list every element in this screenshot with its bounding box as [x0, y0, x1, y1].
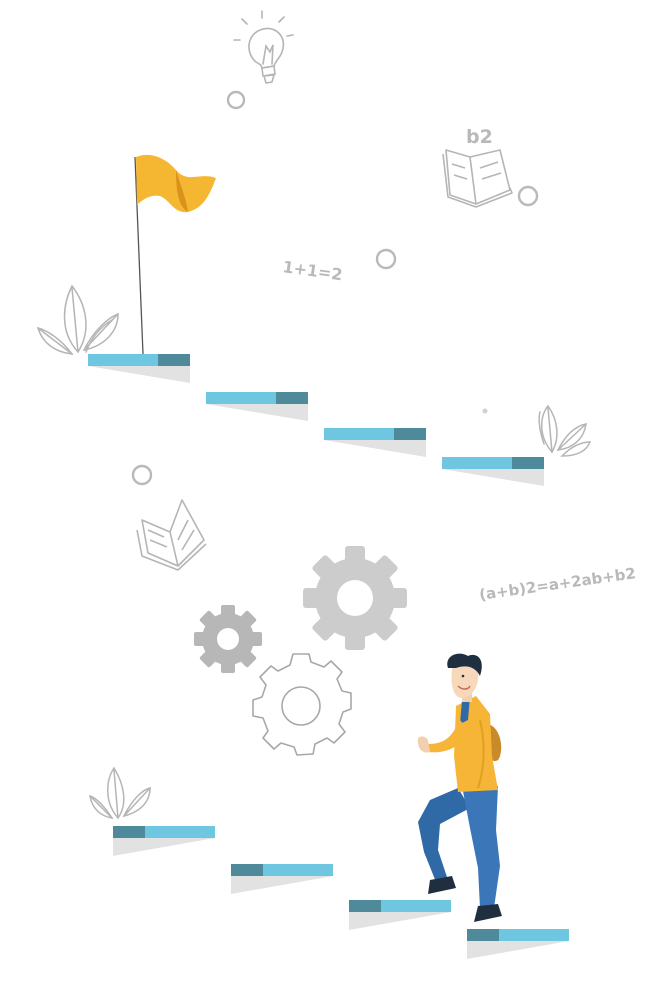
step — [324, 428, 426, 457]
leaf-icon — [538, 404, 592, 457]
hair — [447, 653, 482, 676]
hand — [417, 736, 430, 753]
book-label-text: b2 — [466, 126, 493, 148]
step — [349, 900, 451, 930]
circle-icon — [517, 185, 539, 207]
front-shoe — [474, 904, 502, 922]
step — [467, 929, 569, 959]
circle-icon — [131, 464, 153, 486]
upper-staircase — [88, 354, 544, 486]
lower-staircase — [113, 826, 569, 959]
flag-icon — [134, 154, 216, 355]
gear-icon — [194, 605, 262, 673]
book-icon — [136, 499, 207, 571]
step — [113, 826, 215, 856]
back-leg — [418, 788, 470, 882]
leaf-icon — [36, 284, 119, 355]
gear-icon — [252, 653, 352, 756]
step — [231, 864, 333, 894]
smile — [457, 685, 471, 690]
simple-sum-text: 1+1=2 — [281, 257, 343, 284]
eye — [461, 674, 465, 678]
circle-icon — [375, 248, 397, 270]
climbing-man — [417, 653, 502, 922]
arm — [428, 720, 470, 753]
back-shoe — [428, 876, 456, 894]
dot-icon — [482, 408, 488, 414]
step — [442, 457, 544, 486]
book-icon — [442, 149, 513, 208]
leaf-icon — [89, 766, 151, 820]
circle-icon — [226, 90, 246, 110]
front-leg — [462, 786, 500, 908]
shirt — [460, 696, 470, 724]
square-identity-text: (a+b)2=a+2ab+b2 — [478, 564, 637, 604]
step — [206, 392, 308, 421]
gear-icon — [303, 546, 407, 650]
face — [451, 660, 479, 698]
lightbulb-icon — [233, 10, 294, 84]
jacket — [454, 696, 498, 792]
step — [88, 354, 190, 383]
arm-fold — [477, 719, 485, 789]
